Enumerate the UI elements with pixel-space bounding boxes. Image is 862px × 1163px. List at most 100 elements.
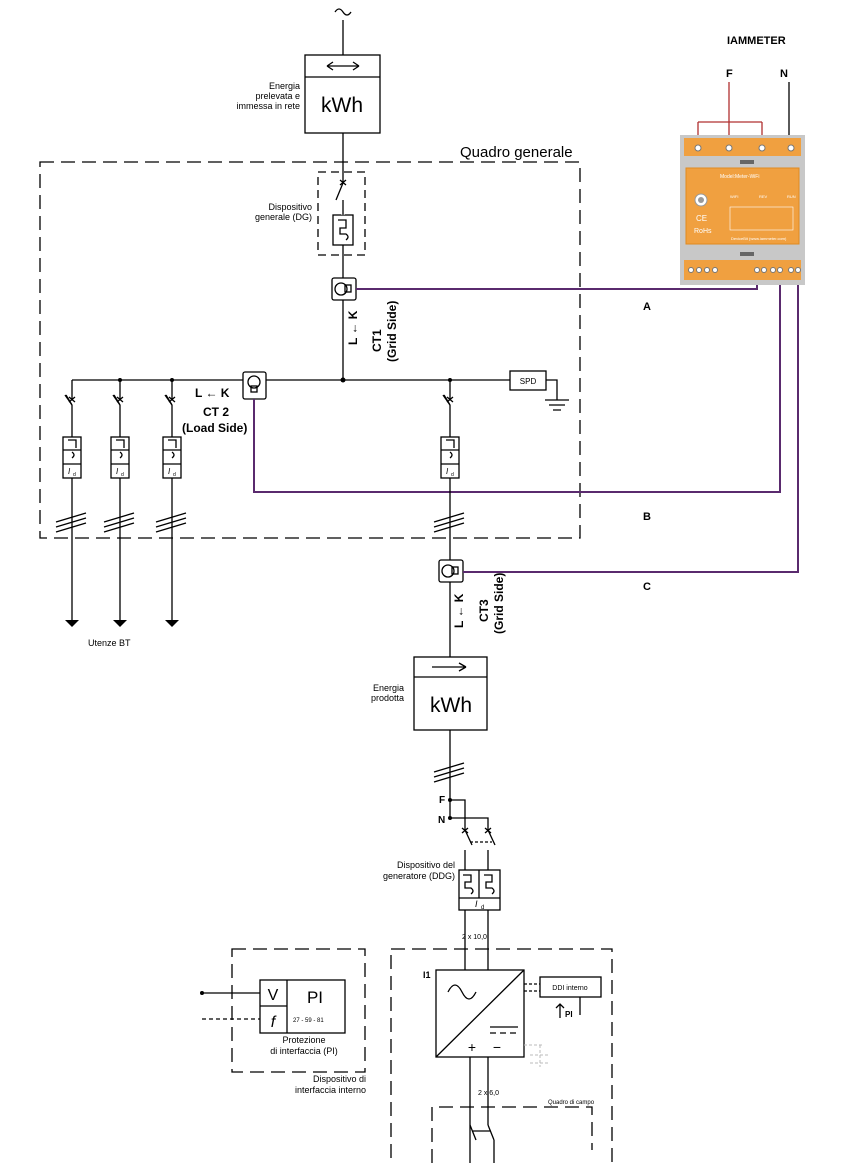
ct3-icon [438,559,464,583]
load-arrow-icon [165,620,179,627]
ddg-breaker: I d [458,827,501,911]
svg-text:27 - 59 - 81: 27 - 59 - 81 [293,1018,324,1024]
svg-text:Dispositivo: Dispositivo [268,202,312,212]
svg-text:d: d [121,472,124,478]
svg-text:d: d [481,905,484,911]
ct2-name: CT 2 [203,405,229,419]
ct3-name: CT3 [477,599,491,622]
wire-b [253,283,781,493]
quadro-campo-box [431,1106,593,1163]
branch-breaker: I d [433,380,465,538]
svg-text:immessa in rete: immessa in rete [236,101,300,111]
ct2-side: (Load Side) [182,421,247,435]
svg-text:d: d [451,472,454,478]
svg-text:CE: CE [696,214,707,223]
load-arrow-icon [113,620,127,627]
interface-protection: V f PI 27 - 59 - 81 [259,979,346,1034]
svg-text:f: f [271,1014,277,1031]
iammeter-device: Model:Meter-WiFi Model:Meter-WiFi CE RoH… [680,135,805,285]
terminal [754,267,760,273]
ac-source-icon [334,8,352,16]
terminal [787,144,795,152]
inverter-area-box [390,948,613,1163]
svg-text:Dispositivo di: Dispositivo di [313,1074,366,1084]
branch-breaker: I d [155,380,187,627]
svg-text:Model:Meter-WiFi: Model:Meter-WiFi [720,174,759,180]
interface-device-box [231,948,366,1073]
svg-text:RUN: RUN [787,194,796,199]
branch-breaker: I d [55,380,87,627]
phase-f-label: F [439,795,445,806]
wire-b-label: B [643,511,651,523]
svg-text:REV: REV [759,194,768,199]
phase-n-label: N [438,815,445,826]
terminal [795,267,801,273]
svg-text:V: V [268,987,279,1004]
svg-text:−: − [493,1039,501,1055]
ct3-side: (Grid Side) [492,573,506,634]
svg-text:I: I [68,467,71,476]
ddi-box [539,976,602,998]
ct1-icon [331,277,357,301]
terminal [788,267,794,273]
ground-icon [545,379,569,411]
wire-c-label: C [643,581,651,593]
grid-meter-label: Energia prelevata e immessa in rete [236,81,300,111]
terminal [694,144,702,152]
terminal [770,267,776,273]
wire-c [463,283,799,573]
wire-a-label: A [643,301,651,313]
svg-text:+: + [468,1039,476,1055]
dg-breaker [332,179,354,246]
inverter: + − [435,969,525,1058]
loads-label: Utenze BT [88,638,131,648]
svg-text:Energia: Energia [269,81,300,91]
ct2-direction: L ← K [195,386,230,400]
ct1-name: CT1 [370,329,384,352]
load-arrow-icon [65,620,79,627]
meter-phase-label: F [726,68,733,80]
quadro-campo-label: Quadro di campo [548,1100,595,1106]
svg-text:PI: PI [307,988,323,1007]
meter-neutral-label: N [780,68,788,80]
svg-text:generale (DG): generale (DG) [255,212,312,222]
svg-text:interfaccia interno: interfaccia interno [295,1085,366,1095]
ct2-icon [242,371,267,400]
bidirectional-arrow-icon [326,61,360,71]
svg-text:Dispositivo del: Dispositivo del [397,860,455,870]
ddi-label: DDI interno [552,985,588,992]
pi-label: Protezione di interfaccia (PI) [270,1035,338,1056]
arrow-right-icon [432,662,467,672]
svg-text:I: I [475,899,478,909]
cable-dc-label: 2 x 6,0 [478,1090,499,1097]
terminal [704,267,710,273]
spd-label: SPD [520,377,537,386]
svg-text:d: d [173,472,176,478]
ddg-label: Dispositivo del generatore (DDG) [383,860,455,881]
terminal [712,267,718,273]
svg-text:kWh: kWh [430,694,472,717]
svg-text:Protezione: Protezione [282,1035,325,1045]
quadro-generale-title: Quadro generale [460,144,573,161]
dg-label: Dispositivo generale (DG) [255,202,312,222]
production-meter: kWh [413,656,488,731]
grid-meter: kWh [304,54,381,134]
svg-text:Energia: Energia [373,683,404,693]
grid-meter-unit: kWh [321,94,363,117]
svg-text:I: I [168,467,171,476]
terminal [777,267,783,273]
svg-text:I: I [446,467,449,476]
ct3-direction: L ← K [452,593,466,628]
terminal [696,267,702,273]
svg-text:RoHs: RoHs [694,228,712,235]
svg-text:generatore (DDG): generatore (DDG) [383,871,455,881]
svg-text:prelevata e: prelevata e [255,91,300,101]
quadro-generale-box [39,161,581,539]
ct1-side: (Grid Side) [385,301,399,362]
interface-device-label: Dispositivo di interfaccia interno [295,1074,366,1095]
ct1-direction: L ← K [346,310,360,345]
svg-text:DeviceBit (www.iammeter.com): DeviceBit (www.iammeter.com) [731,236,787,241]
branch-breaker: I d [103,380,135,627]
meter-brand: IAMMETER [727,35,786,47]
